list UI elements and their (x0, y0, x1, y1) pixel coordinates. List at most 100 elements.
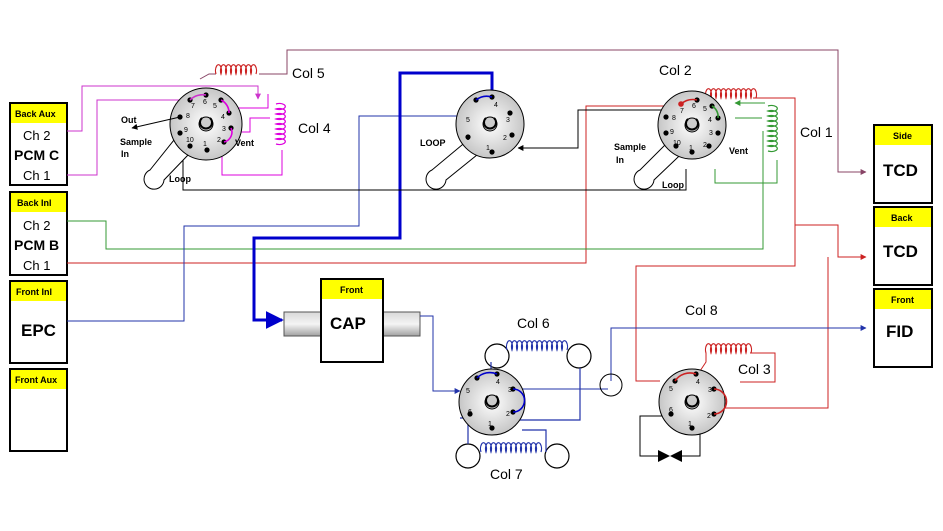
col-3-label: Col 3 (738, 361, 771, 377)
svg-text:2: 2 (217, 137, 221, 144)
col-5-label: Col 5 (292, 65, 325, 81)
valve-3-vent-label: Vent (729, 146, 748, 156)
svg-text:5: 5 (213, 103, 217, 110)
col-6-label: Col 6 (517, 315, 550, 331)
valve-2-loop-label: LOOP (420, 138, 446, 148)
svg-text:6: 6 (468, 409, 472, 416)
svg-text:2: 2 (703, 142, 707, 149)
svg-text:8: 8 (672, 115, 676, 122)
back-aux-ch1: Ch 1 (23, 168, 50, 183)
back-aux-pcm: PCM C (14, 147, 59, 163)
svg-text:6: 6 (692, 103, 696, 110)
svg-text:10: 10 (186, 137, 194, 144)
svg-text:2: 2 (503, 135, 507, 142)
side-header: Side (893, 131, 912, 141)
module-front-aux: Front Aux (9, 368, 68, 452)
col-6-coil (484, 340, 592, 421)
mauve-line (199, 49, 866, 172)
side-tcd: TCD (883, 161, 918, 180)
svg-text:2: 2 (707, 413, 711, 420)
svg-text:9: 9 (184, 127, 188, 134)
cap-header: Front (340, 285, 363, 295)
valve-2: 543 216 (425, 89, 525, 190)
back-inl-ch2: Ch 2 (23, 218, 50, 233)
cap-label: CAP (330, 314, 366, 333)
col-1-label: Col 1 (800, 124, 833, 140)
svg-text:4: 4 (494, 102, 498, 109)
svg-text:4: 4 (708, 117, 712, 124)
svg-text:6: 6 (466, 135, 470, 142)
cap-inlet: Front CAP (283, 278, 421, 363)
svg-text:5: 5 (703, 106, 707, 113)
svg-text:5: 5 (466, 388, 470, 395)
col-7-label: Col 7 (490, 466, 523, 482)
svg-text:7: 7 (680, 108, 684, 115)
col-1-coil (766, 104, 778, 153)
back-tcd: TCD (883, 242, 918, 261)
back-header: Back (891, 213, 914, 223)
svg-text:1: 1 (488, 421, 492, 428)
shutoff-valve-icon (658, 450, 682, 462)
back-inl-pcm: PCM B (14, 237, 59, 253)
valve-3-in-label: In (616, 155, 624, 165)
detector-back-tcd: Back TCD (873, 206, 933, 286)
svg-text:5: 5 (466, 117, 470, 124)
svg-text:10: 10 (673, 140, 681, 147)
back-inl-ch1: Ch 1 (23, 258, 50, 273)
svg-text:8: 8 (186, 113, 190, 120)
front-header: Front (891, 295, 914, 305)
valve-1-out-label: Out (121, 115, 137, 125)
valve-3-loop-label: Loop (662, 180, 684, 190)
col-2-coil (704, 88, 758, 100)
module-back-inl: Back Inl Ch 2 PCM B Ch 1 (9, 191, 68, 276)
blue-lines (67, 115, 867, 394)
svg-text:1: 1 (689, 145, 693, 152)
svg-text:1: 1 (486, 145, 490, 152)
valve-4: 5 4 3 2 1 6 (458, 368, 526, 436)
col-8-label: Col 8 (685, 302, 718, 318)
module-back-aux: Back Aux Ch 2 PCM C Ch 1 (9, 102, 68, 186)
col-3-coil (704, 343, 753, 355)
valve-1-in-label: In (121, 149, 129, 159)
svg-text:3: 3 (508, 387, 512, 394)
svg-text:7: 7 (191, 103, 195, 110)
detector-side-tcd: Side TCD (873, 124, 933, 204)
union-connector (599, 373, 623, 397)
valve-1-sample-label: Sample (120, 137, 152, 147)
svg-text:9: 9 (670, 129, 674, 136)
valve-3-sample-label: Sample (614, 142, 646, 152)
svg-text:4: 4 (496, 379, 500, 386)
col-4-label: Col 4 (298, 120, 331, 136)
svg-text:1: 1 (203, 141, 207, 148)
svg-text:3: 3 (708, 387, 712, 394)
svg-text:1: 1 (688, 421, 692, 428)
module-front-inl: Front Inl EPC (9, 280, 68, 364)
violet-lines (67, 85, 261, 176)
svg-text:4: 4 (696, 379, 700, 386)
thick-blue-line (252, 71, 494, 329)
front-fid: FID (886, 322, 913, 341)
col-5-coil (214, 64, 258, 76)
valve-1-vent-label: Vent (235, 138, 254, 148)
col-7-coil (455, 417, 570, 469)
detector-front-fid: Front FID (873, 288, 933, 368)
front-inl-epc: EPC (21, 321, 56, 340)
svg-text:6: 6 (203, 99, 207, 106)
valve-1-loop-label: Loop (169, 174, 191, 184)
valve-5: 5 4 3 2 1 6 (658, 368, 728, 436)
col-4-coil (274, 102, 286, 146)
back-inl-header: Back Inl (17, 198, 52, 208)
black-lines (182, 109, 701, 457)
green-lines (67, 100, 778, 250)
svg-text:3: 3 (709, 130, 713, 137)
col-2-label: Col 2 (659, 62, 692, 78)
svg-text:6: 6 (669, 407, 673, 414)
svg-text:5: 5 (669, 386, 673, 393)
front-inl-header: Front Inl (16, 287, 52, 297)
svg-text:3: 3 (222, 126, 226, 133)
svg-text:2: 2 (506, 411, 510, 418)
back-aux-header: Back Aux (15, 109, 56, 119)
